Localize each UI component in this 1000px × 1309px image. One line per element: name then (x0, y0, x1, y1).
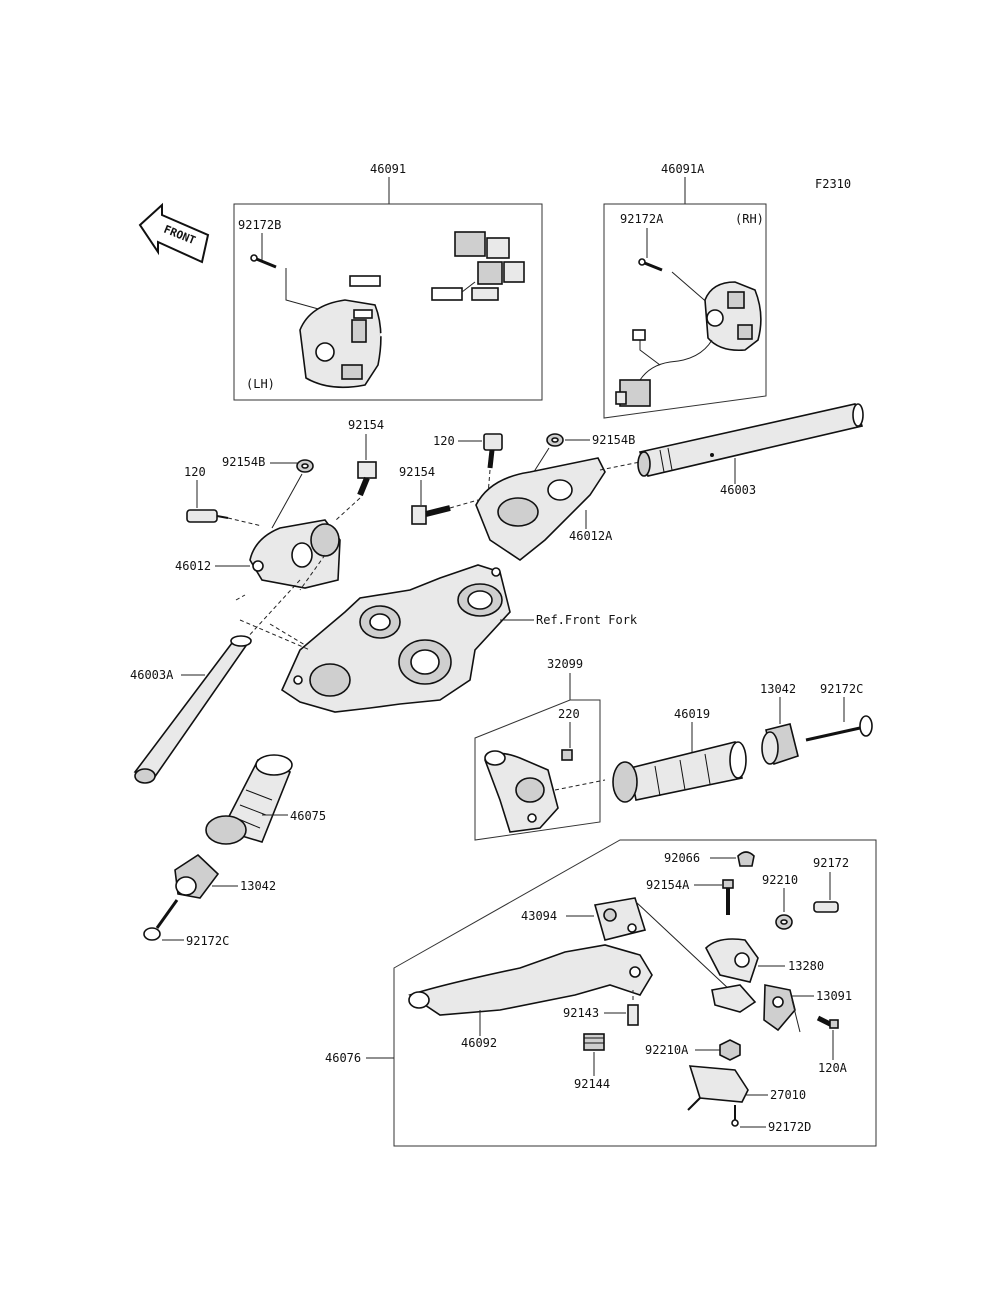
label-92210: 92210 (762, 873, 798, 887)
rh-switch-housing-icon (704, 281, 762, 352)
label-46092: 46092 (461, 1036, 497, 1050)
label-92154-left: 92154 (348, 418, 384, 432)
screw-220-icon (561, 749, 573, 761)
label-92154B-left: 92154B (222, 455, 265, 469)
label-92172D: 92172D (768, 1120, 811, 1134)
label-92144: 92144 (574, 1077, 610, 1091)
screw-92172C-left-icon (143, 899, 179, 941)
left-clamp-group: 120 92154B 92154 46012 (175, 418, 384, 591)
label-rh: (RH) (735, 212, 764, 226)
lever-assembly-group: 46076 92066 92154A 92210 92172 43094 (325, 839, 877, 1147)
lh-connectors-icon (454, 231, 525, 301)
grip-46075-icon (205, 754, 293, 845)
fork-top-clamp-group: Ref.Front Fork (239, 564, 638, 713)
label-46012A: 46012A (569, 529, 613, 543)
bolt-120-left-icon (186, 509, 263, 527)
screw-92172B-icon (250, 254, 277, 269)
label-lh: (LH) (246, 377, 275, 391)
washer-92154B-left-icon (296, 459, 314, 473)
nut-92210A-icon (719, 1039, 741, 1061)
rh-wiring-harness-icon (615, 329, 713, 407)
label-92154A: 92154A (646, 878, 690, 892)
adjuster-43094-icon (593, 897, 647, 941)
label-27010: 27010 (770, 1088, 806, 1102)
throttle-group: 32099 220 (474, 657, 606, 841)
screw-92172-icon (813, 901, 839, 913)
label-120A: 120A (818, 1061, 848, 1075)
label-46075: 46075 (290, 809, 326, 823)
pin-92143-icon (627, 990, 639, 1026)
lever-holder-13280-icon (705, 938, 759, 1013)
label-13042-left: 13042 (240, 879, 276, 893)
label-13042-right: 13042 (760, 682, 796, 696)
lh-switch-housing-icon (299, 299, 382, 389)
label-92172B: 92172B (238, 218, 281, 232)
rh-switch-group: 46091A 92172A (RH) (603, 162, 767, 419)
label-46091A: 46091A (661, 162, 705, 176)
label-92172A: 92172A (620, 212, 664, 226)
label-46076: 46076 (325, 1051, 361, 1065)
lh-wiring-harness-icon (349, 259, 476, 337)
label-120-left: 120 (184, 465, 206, 479)
figure-code: F2310 (815, 177, 851, 191)
screw-92172D-icon (731, 1105, 739, 1127)
label-92172C-left: 92172C (186, 934, 229, 948)
front-direction-arrow: FRONT (138, 202, 210, 264)
label-220: 220 (558, 707, 580, 721)
label-43094: 43094 (521, 909, 557, 923)
label-ref-front-fork: Ref.Front Fork (536, 613, 638, 627)
label-92172: 92172 (813, 856, 849, 870)
washer-92154B-right-icon (546, 433, 564, 447)
label-32099: 32099 (547, 657, 583, 671)
label-92210A: 92210A (645, 1043, 689, 1057)
throttle-grip-46019-icon (612, 741, 747, 803)
label-46019: 46019 (674, 707, 710, 721)
label-92066: 92066 (664, 851, 700, 865)
label-92172C-right: 92172C (820, 682, 863, 696)
left-grip-group: 46075 13042 92172C (143, 754, 326, 948)
handlebar-46003A-icon (133, 635, 252, 784)
bolt-92154-left-icon (335, 461, 377, 521)
label-46091: 46091 (370, 162, 406, 176)
label-92154-right: 92154 (399, 465, 435, 479)
bolt-120-right-icon (483, 433, 503, 496)
handlebar-46003-icon (637, 403, 864, 477)
right-clamp-group: 120 92154B 92154 46012A (399, 433, 641, 561)
lh-switch-group: 46091 92172B (LH) (233, 162, 543, 401)
label-46012: 46012 (175, 559, 211, 573)
brake-switch-27010-icon (687, 1065, 749, 1111)
label-13091: 13091 (816, 989, 852, 1003)
label-46003A: 46003A (130, 668, 174, 682)
bar-end-weight-13042-right-icon (761, 723, 799, 766)
clamp-13091-icon (763, 984, 796, 1032)
handlebar-clamp-46012-icon (249, 519, 341, 591)
screw-92172C-right-icon (805, 715, 873, 742)
right-handlebar-group: 46003 (637, 403, 864, 497)
bolt-92154A-icon (722, 879, 734, 915)
cap-92066-icon (737, 851, 755, 867)
bolt-120A-icon (816, 1015, 839, 1029)
label-92154B-right: 92154B (592, 433, 635, 447)
screw-92172A-icon (638, 258, 663, 272)
bolt-92154-right-icon (411, 499, 479, 525)
label-13280: 13280 (788, 959, 824, 973)
bar-end-weight-13042-left-icon (174, 853, 220, 899)
brake-lever-46092-icon (408, 944, 653, 1016)
label-92143: 92143 (563, 1006, 599, 1020)
throttle-housing-icon (484, 750, 559, 833)
handlebar-clamp-46012A-icon (475, 457, 606, 561)
right-grip-group: 46019 13042 92172C (612, 682, 873, 803)
label-46003: 46003 (720, 483, 756, 497)
top-triple-clamp-icon (280, 564, 511, 713)
washer-92210-icon (775, 914, 793, 930)
label-120-right: 120 (433, 434, 455, 448)
left-handlebar-group: 46003A (130, 579, 311, 784)
spring-92144-icon (583, 1033, 605, 1051)
